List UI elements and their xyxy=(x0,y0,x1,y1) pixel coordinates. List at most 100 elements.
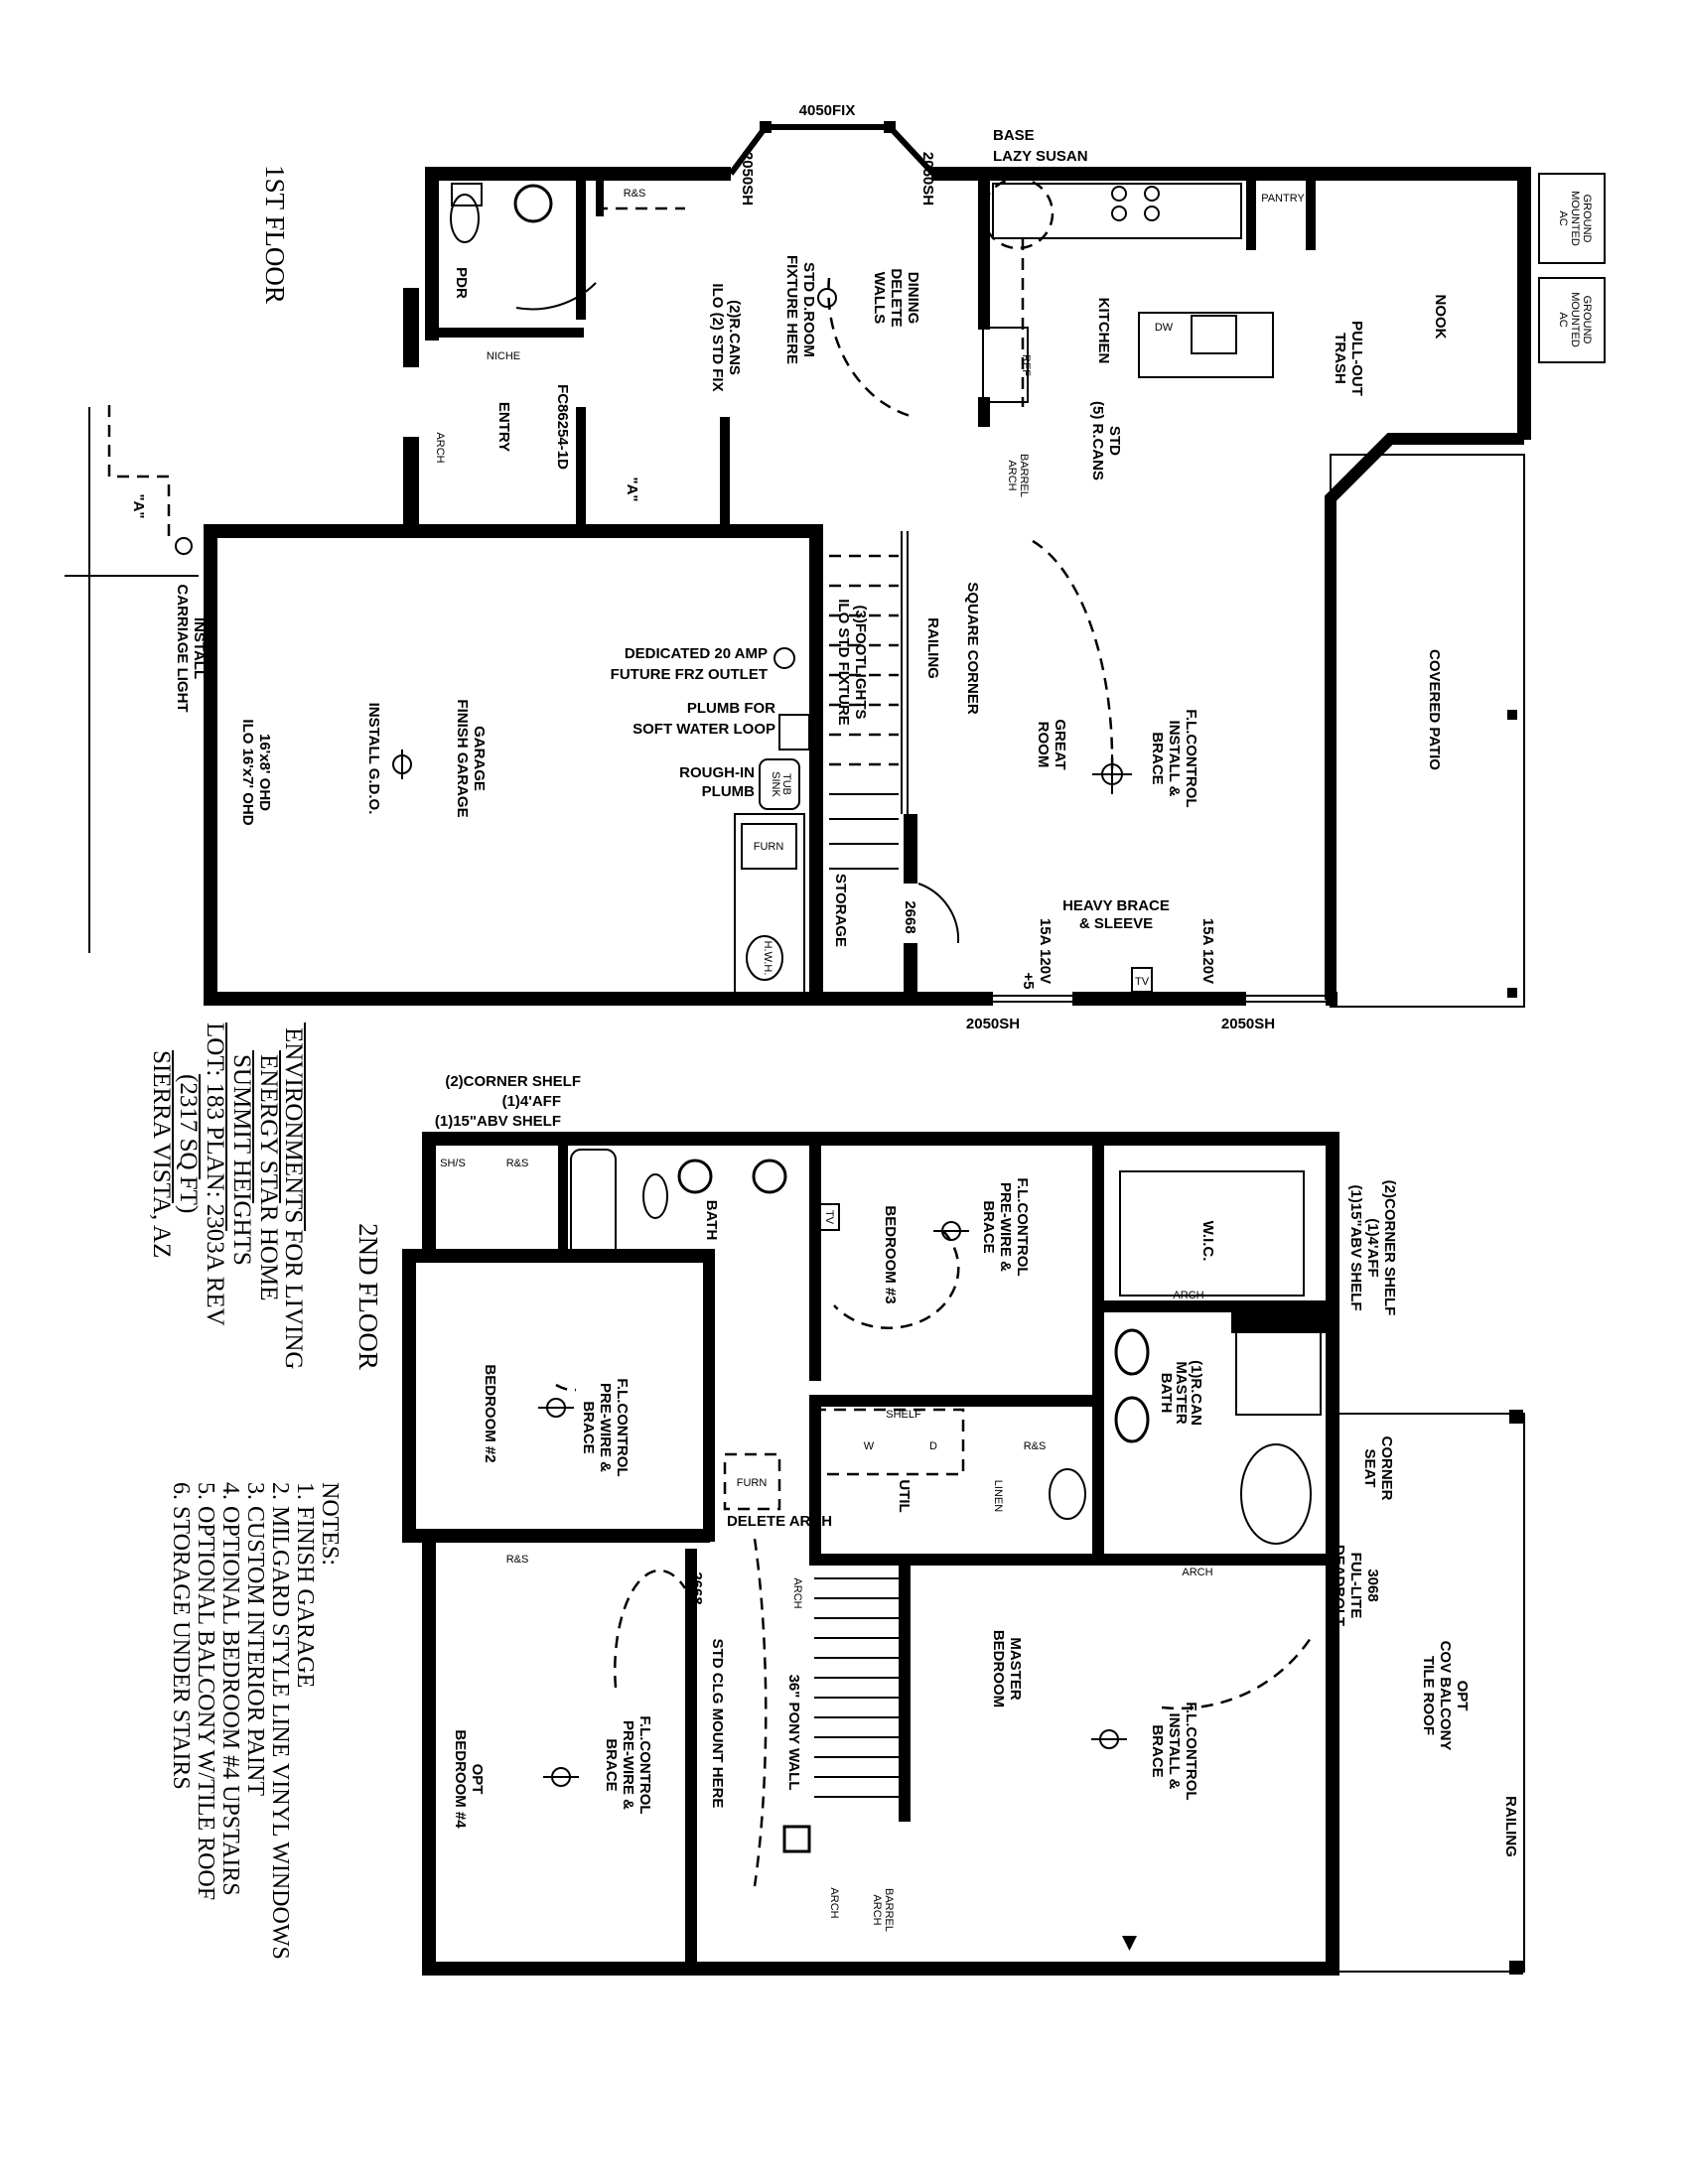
sink-icon xyxy=(752,1159,787,1194)
floor-title-1st: 1ST FLOOR xyxy=(260,165,290,304)
note-item: 1. FINISH GARAGE xyxy=(292,1482,318,1688)
label-arch-master: ARCH xyxy=(1182,1567,1212,1578)
window-spec-left: 2050SH xyxy=(966,1016,1020,1032)
toilet-icon xyxy=(450,194,480,243)
tv-outlet-icon xyxy=(1131,967,1153,993)
detail-a-marker-exterior: "A" xyxy=(130,493,147,518)
window-spec-right: 2050SH xyxy=(1221,1016,1275,1032)
sink-icon xyxy=(1114,1328,1150,1376)
room-label-storage: STORAGE xyxy=(832,874,849,947)
bay-window-left-spec: 2050SH xyxy=(739,152,756,205)
furnace xyxy=(741,823,797,870)
first-floor-walls xyxy=(204,121,1531,1006)
footlights-note: (3)FOOTLIGHTSILO STD FIXTURE xyxy=(835,599,869,726)
balcony-door-spec: 3068FUL-LITEDEADBOLT xyxy=(1331,1545,1381,1626)
first-floor-labels: 1ST FLOOR PDR R&S NICHE ENTRY ARCH FC862… xyxy=(130,102,1593,1032)
light-fixture-icon xyxy=(817,288,837,308)
lot-plan: LOT: 183 PLAN: 2303A REV xyxy=(202,1023,228,1326)
direction-marker xyxy=(1122,1936,1137,1951)
label-shs: SH/S xyxy=(440,1158,466,1169)
wic-shelving xyxy=(1119,1170,1305,1297)
tub-sink xyxy=(759,758,800,810)
sink-icon xyxy=(1114,1396,1150,1443)
company-name: ENVIRONMENTS FOR LIVING xyxy=(280,1027,307,1369)
bathtub-icon xyxy=(1240,1443,1312,1545)
room-label-kitchen: KITCHEN xyxy=(1095,298,1112,364)
room-label-bedroom-2: BEDROOM #2 xyxy=(482,1364,498,1462)
square-corner-note: SQUARE CORNER xyxy=(964,582,981,715)
corner-shelf-note-left: (2)CORNER SHELF(1)4'AFF(1)15"ABV SHELF xyxy=(435,1073,581,1130)
fl-control-note-master: F.L.CONTROLINSTALL &BRACE xyxy=(1149,1702,1199,1800)
sink-icon xyxy=(677,1159,713,1194)
ceiling-fan-icon xyxy=(543,1767,579,1787)
corner-shelf-note-right: (2)CORNER SHELF(1)4'AFF(1)15"ABV SHELF xyxy=(1347,1180,1398,1316)
gdo-note: INSTALL G.D.O. xyxy=(365,703,382,815)
program-name: ENERGY STAR HOME xyxy=(255,1054,282,1300)
barrel-arch-label: BARRELARCH xyxy=(1006,454,1030,497)
room-label-bath: BATH xyxy=(703,1200,720,1241)
square-footage: (2317 SQ FT) xyxy=(175,1074,202,1213)
ceiling-fan-icon xyxy=(933,1221,969,1241)
sink-icon xyxy=(513,184,553,223)
label-washer: W xyxy=(864,1440,875,1452)
bathtub-icon xyxy=(570,1149,617,1260)
first-floor-fixtures xyxy=(65,173,1606,1008)
label-rs-util: R&S xyxy=(1024,1440,1047,1452)
room-label-bedroom-3: BEDROOM #3 xyxy=(882,1205,899,1303)
balcony-railing-label: RAILING xyxy=(1502,1796,1519,1857)
tv-label: TV xyxy=(1135,976,1150,988)
room-label-great-room: GREATROOM xyxy=(1035,719,1068,769)
label-ref: REF xyxy=(1020,354,1032,376)
label-dw: DW xyxy=(1155,322,1174,334)
barrel-arch-label: BARRELARCH xyxy=(871,1888,895,1932)
door-spec-2668: 2668 xyxy=(688,1571,705,1604)
front-door-spec: FC86254-1D xyxy=(554,384,571,470)
rcans-note: (2)R.CANSILO (2) STD FIX xyxy=(709,283,743,391)
stair-post xyxy=(782,1825,811,1853)
room-label-util: UTIL xyxy=(896,1479,913,1512)
room-label-master-bedroom: MASTERBEDROOM xyxy=(990,1630,1024,1707)
room-label-dining: DININGDELETEWALLS xyxy=(871,268,921,327)
room-label-master-bath: (1)R.CANMASTERBATH xyxy=(1158,1360,1204,1426)
stairs xyxy=(829,531,909,870)
balcony-label: OPTCOV BALCONYTILE ROOF xyxy=(1420,1641,1471,1751)
washer-dryer xyxy=(812,1408,965,1476)
corner-seat-note: CORNERSEAT xyxy=(1361,1435,1395,1500)
furnace-label: FURN xyxy=(754,841,784,853)
note-item: 3. CUSTOM INTERIOR PAINT xyxy=(242,1482,268,1796)
ceiling-fan-icon xyxy=(538,1398,574,1418)
fl-control-note: F.L.CONTROLINSTALL &BRACE xyxy=(1149,709,1199,807)
cooktop-icon xyxy=(1111,186,1160,221)
label-rs-bed2: R&S xyxy=(506,1554,529,1566)
label-niche: NICHE xyxy=(487,350,520,362)
room-label-wic: W.I.C. xyxy=(1199,1221,1216,1262)
note-item: 6. STORAGE UNDER STAIRS xyxy=(168,1482,194,1790)
room-label-garage: GARAGEFINISH GARAGE xyxy=(454,699,488,817)
balcony-outline xyxy=(1335,1413,1525,1973)
note-item: 2. MILGARD STYLE LINE VINYL WINDOWS xyxy=(267,1482,293,1960)
carriage-light-note: INSTALLCARRIAGE LIGHT xyxy=(174,584,208,712)
refrigerator xyxy=(982,327,1029,403)
ceiling-fan-icon xyxy=(1092,754,1132,794)
title-block: ENVIRONMENTS FOR LIVING ENERGY STAR HOME… xyxy=(148,1023,307,1369)
outlet-right-note: 15A 120V xyxy=(1199,918,1216,984)
door-spec-2668: 2668 xyxy=(902,900,918,933)
ac-unit-1 xyxy=(1538,173,1606,264)
kitchen-sink-icon xyxy=(1191,315,1237,354)
kitchen-cans-note: STD(5) R.CANS xyxy=(1089,401,1123,480)
tv-label: TV xyxy=(823,1210,835,1225)
label-arch: ARCH xyxy=(434,432,446,463)
pony-wall-note: 36" PONY WALL xyxy=(785,1675,802,1791)
railing-note: RAILING xyxy=(924,617,941,679)
room-label-nook: NOOK xyxy=(1432,295,1449,340)
room-label-pantry: PANTRY xyxy=(1261,193,1305,205)
label-dryer: D xyxy=(929,1440,937,1452)
note-item: 4. OPTIONAL BEDROOM #4 UPSTAIRS xyxy=(217,1482,243,1896)
detail-a-marker: "A" xyxy=(624,477,640,501)
label-arch-landing: ARCH xyxy=(828,1887,840,1918)
furnace-label: FURN xyxy=(737,1477,768,1489)
